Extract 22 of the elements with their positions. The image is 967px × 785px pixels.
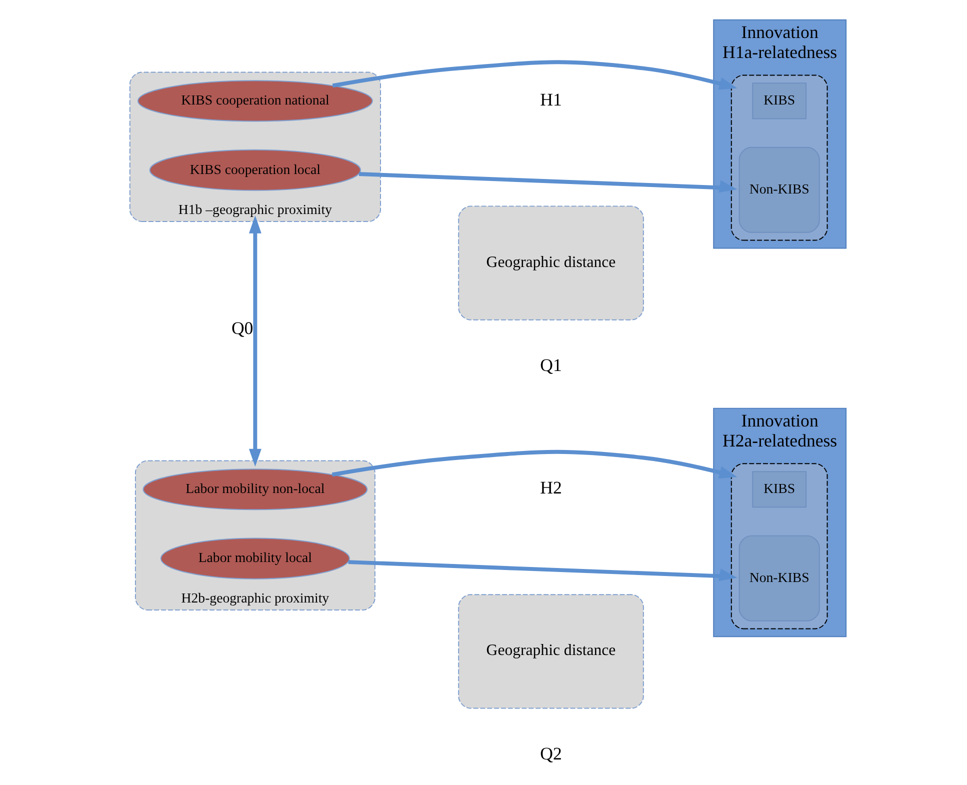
node-ellipse: Labor mobility non-local — [142, 468, 368, 510]
node-ellipse: Labor mobility local — [160, 538, 350, 580]
node-box: Non-KIBS — [738, 535, 820, 622]
node-box: Geographic distance — [458, 206, 644, 320]
arrow — [331, 450, 737, 479]
node-box: Non-KIBS — [738, 146, 820, 233]
label: H1 — [540, 89, 562, 110]
cluster — [730, 463, 828, 630]
node-ellipse: KIBS cooperation national — [136, 80, 372, 122]
arrow — [358, 172, 737, 193]
label: Q1 — [540, 355, 562, 376]
arrow — [348, 560, 737, 582]
cluster — [730, 74, 828, 241]
label: H2 — [540, 478, 562, 498]
label: Q2 — [540, 744, 562, 764]
arrow — [248, 216, 261, 467]
arrow — [332, 60, 737, 90]
node-box: KIBS — [752, 471, 806, 508]
edge-label: Q0 — [230, 318, 253, 338]
node-box: KIBS — [752, 82, 806, 120]
node-box: Geographic distance — [458, 594, 644, 709]
node-ellipse: KIBS cooperation local — [148, 149, 360, 191]
